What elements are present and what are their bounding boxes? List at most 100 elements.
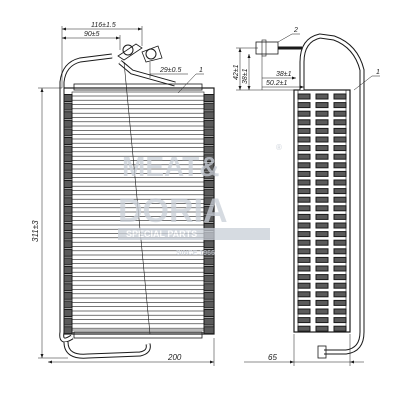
side-fin [333,127,347,134]
side-fin [333,325,347,332]
dim-label-50: 50.2±1 [266,80,287,87]
side-fin [333,110,347,117]
arrow [62,36,66,40]
side-fin [297,145,311,152]
front-dimensions [38,26,215,366]
leader-front-1 [177,73,197,94]
side-fin [297,222,311,229]
side-fin [297,102,311,109]
front-tube [71,310,205,316]
arrow [62,27,66,31]
side-pipe-inner [300,34,364,354]
side-fin [333,145,347,152]
watermark-line2: DORIA [118,192,228,230]
front-fin-rows [61,94,215,335]
side-fin [297,153,311,160]
side-fin [315,231,329,238]
side-fin [315,239,329,246]
front-tube [71,259,205,264]
dim-label-38v: 38±1 [242,68,249,84]
dim-label-42: 42±1 [233,64,240,80]
arrow [138,27,142,31]
front-bottom-pipe-inner [64,341,150,358]
front-fin [203,128,215,137]
watermark-line4: SINCE 1966 [176,250,215,257]
side-fin [333,188,347,195]
arrow [290,360,294,364]
side-fin [333,170,347,177]
dim-label-116: 116±1.5 [91,22,116,29]
dim-label-90: 90±5 [84,31,100,38]
front-pipe2-inner [119,60,176,86]
front-fin [203,94,215,102]
side-fin [297,93,311,100]
side-fin [315,291,329,298]
front-fin [203,145,215,154]
side-fin [297,188,311,195]
side-fin [333,256,347,263]
side-fin [333,213,347,220]
front-fin [203,180,215,188]
front-fin [203,205,215,214]
side-fin [297,179,311,186]
side-fin [315,222,329,229]
side-fin [297,170,311,177]
side-fin [315,256,329,263]
dim-label-200: 200 [167,353,182,362]
side-core-frame [293,89,351,333]
front-tube [71,293,205,299]
front-hidden-line [123,61,151,335]
side-fin [315,308,329,315]
side-fin [315,162,329,169]
side-fin [315,188,329,195]
front-tube [71,276,205,282]
side-view [255,33,365,359]
side-fin [315,265,329,272]
front-tube [71,112,205,118]
side-fin [333,222,347,229]
front-flange-left [117,43,143,61]
front-fin [203,154,215,163]
side-fin [297,127,311,134]
dim-label-65: 65 [268,353,277,362]
side-fin [333,299,347,306]
side-fin [333,153,347,160]
watermark-line3: SPECIAL PARTS [126,229,197,239]
side-fin [315,127,329,134]
arrow [238,86,242,90]
side-fin [315,153,329,160]
callout-side-2: 2 [293,27,298,34]
side-fin [315,102,329,109]
side-fin [297,239,311,246]
callout-side-1: 1 [376,69,380,76]
side-fin [297,299,311,306]
front-tube [71,138,205,144]
front-fin [203,326,215,335]
front-top-tank [73,83,203,91]
side-fitting-nut [261,39,267,57]
front-arrows [40,27,214,364]
front-fin [203,248,215,257]
arrow [40,88,44,92]
side-dimensions [236,33,380,366]
side-pipe-outer [299,33,365,355]
side-fin [333,248,347,255]
side-fin [333,136,347,143]
side-fin [333,205,347,212]
side-fin [315,136,329,143]
front-tube [71,121,205,127]
front-fin [203,240,215,249]
side-fin [297,282,311,289]
arrow [116,36,120,40]
side-fin [315,317,329,324]
side-arrows [238,48,354,364]
callout-front-1: 1 [199,67,203,74]
side-fin-rows [297,93,347,332]
side-fin [333,119,347,126]
front-fin [203,291,215,300]
side-fin [315,93,329,100]
side-fin [297,308,311,315]
front-tube [71,319,205,325]
front-fin [203,197,215,206]
